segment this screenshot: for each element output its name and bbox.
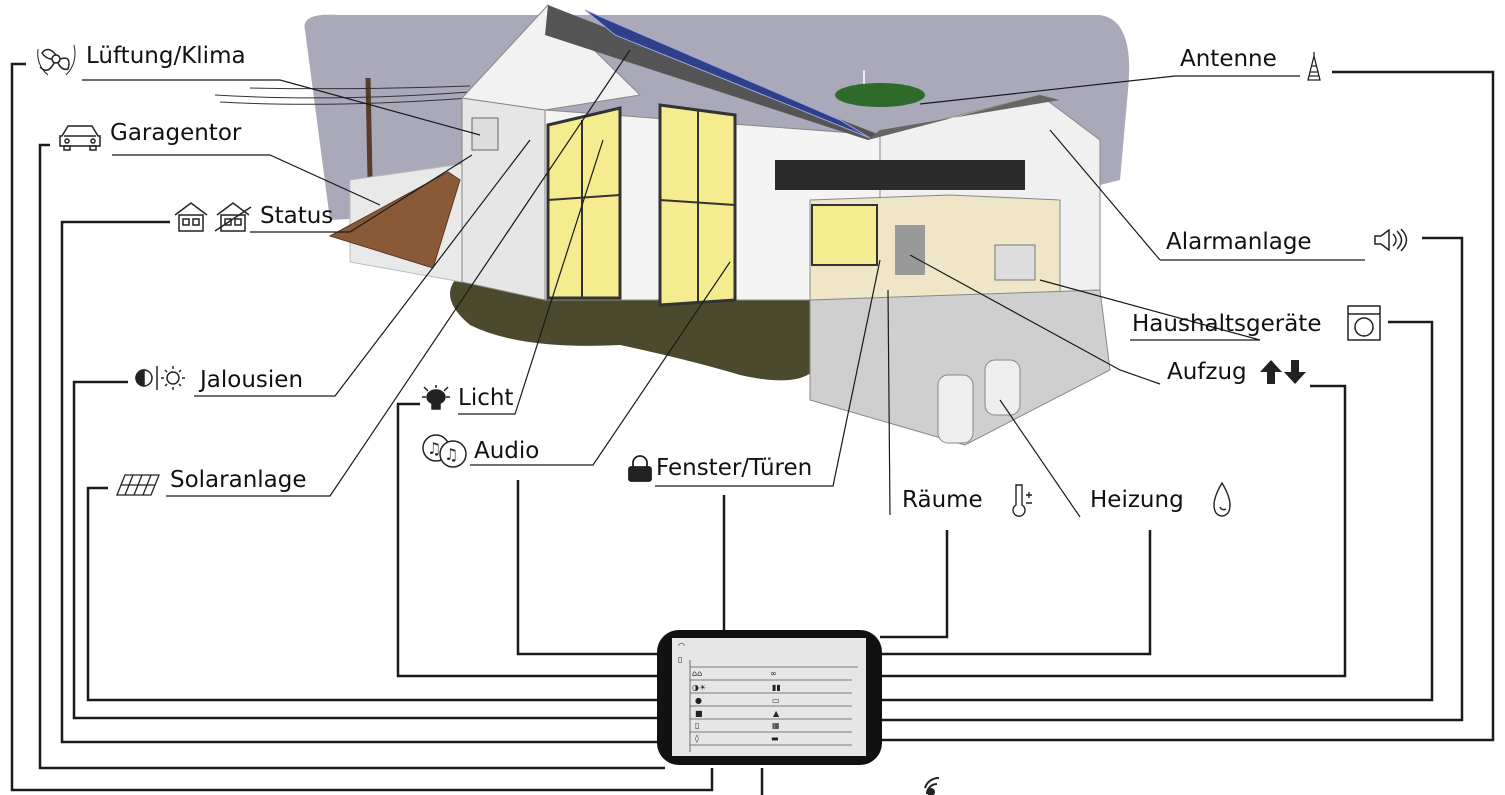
up-down-arrows-icon (1260, 360, 1306, 384)
boiler (937, 374, 974, 444)
svg-text:♫: ♫ (444, 445, 458, 464)
wireless-signal-icon (924, 777, 940, 795)
label-garagentor: Garagentor (110, 120, 242, 146)
screen-icons: ◠ ▯ ⌂⌂ ◑☀ ● ■ ▯ ◊ ∞ ▮▮ ▭ ▲ ▦ ▬ (678, 641, 781, 743)
power-pole (365, 77, 373, 179)
main-house-gable (460, 4, 642, 111)
svg-text:◑☀: ◑☀ (692, 683, 706, 692)
svg-text:⌂⌂: ⌂⌂ (692, 669, 702, 678)
sun-shade-icon (135, 366, 185, 390)
label-antenne: Antenne (1180, 46, 1277, 72)
svg-text:♫: ♫ (427, 439, 441, 458)
label-solaranlage: Solaranlage (170, 467, 307, 493)
leader-lines (82, 49, 1365, 518)
label-haushaltsgeraete: Haushaltsgeräte (1132, 311, 1322, 337)
svg-text:▯: ▯ (678, 655, 682, 664)
basement (809, 289, 1111, 446)
light-bulb-icon (422, 385, 450, 410)
house-status-icon (174, 202, 252, 232)
svg-text:▲: ▲ (773, 709, 780, 718)
music-notes-icon: ♫ ♫ (422, 434, 467, 468)
power-wires (214, 85, 471, 105)
label-alarmanlage: Alarmanlage (1166, 229, 1312, 255)
label-heizung: Heizung (1090, 487, 1184, 513)
svg-text:■: ■ (695, 709, 703, 718)
antenna-icon (1307, 52, 1321, 81)
svg-text:▦: ▦ (772, 721, 780, 730)
label-licht: Licht (458, 385, 514, 411)
solar-panel-icon (116, 474, 160, 496)
label-fenster-tueren: Fenster/Türen (656, 455, 813, 481)
control-panel-screen (672, 638, 866, 756)
canopy (775, 160, 1025, 190)
annex-roof (868, 95, 1060, 140)
svg-text:◠: ◠ (678, 641, 685, 650)
svg-text:▮▮: ▮▮ (772, 683, 781, 692)
svg-text:∞: ∞ (770, 669, 777, 678)
water-drop-icon (1213, 481, 1231, 517)
label-status: Status (260, 203, 334, 229)
wiring (10, 62, 1495, 795)
car-icon (59, 125, 101, 151)
storage-tank (984, 359, 1021, 416)
label-audio: Audio (474, 438, 540, 464)
solar-panels (584, 9, 871, 139)
svg-text:▬: ▬ (771, 734, 779, 743)
thermometer-icon (1012, 484, 1032, 517)
house-illustration (214, 4, 1130, 446)
washing-machine-icon (1347, 305, 1381, 341)
label-jalousien: Jalousien (200, 367, 304, 393)
trees (835, 83, 925, 107)
label-lueftung-klima: Lüftung/Klima (86, 43, 246, 69)
fan-icon (37, 44, 76, 76)
washing-machine (994, 244, 1036, 281)
svg-text:●: ● (695, 696, 702, 705)
control-panel[interactable]: ◠ ▯ ⌂⌂ ◑☀ ● ■ ▯ ◊ ∞ ▮▮ ▭ ▲ ▦ ▬ (657, 630, 882, 765)
svg-text:◊: ◊ (695, 734, 699, 743)
window-left (546, 106, 622, 300)
svg-text:▯: ▯ (695, 721, 699, 730)
label-aufzug: Aufzug (1167, 359, 1247, 385)
garage-door (328, 171, 461, 269)
speaker-icon (1374, 228, 1408, 252)
label-raeume: Räume (902, 487, 983, 513)
padlock-icon (628, 455, 652, 482)
elevator-shaft (895, 225, 925, 275)
svg-text:▭: ▭ (772, 696, 780, 705)
annex-window (811, 204, 878, 266)
